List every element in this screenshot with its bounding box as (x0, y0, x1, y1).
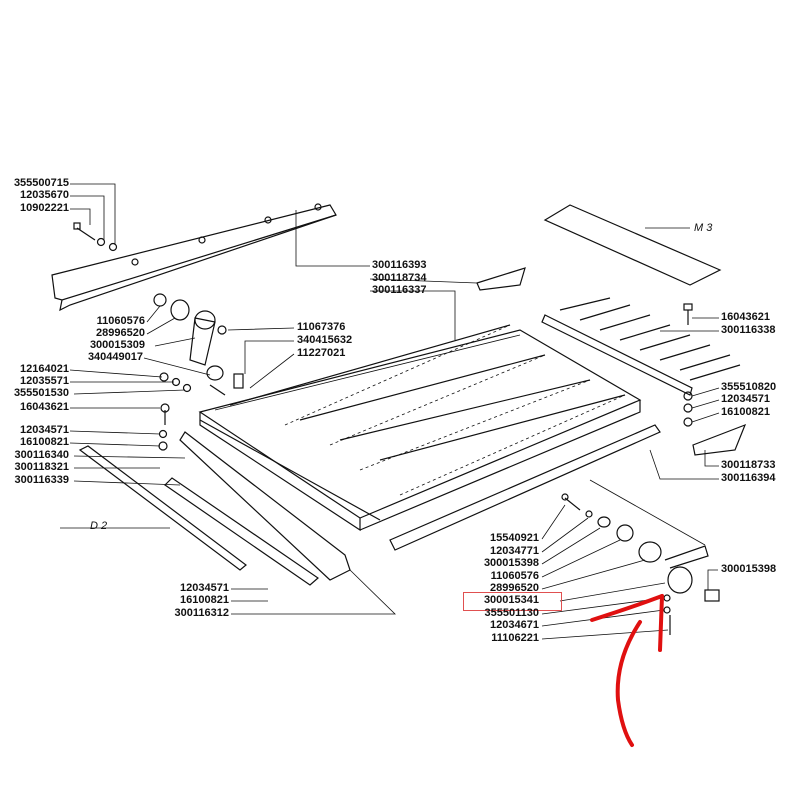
part-label: 12034571 (20, 424, 69, 436)
part-label: 16100821 (721, 406, 770, 418)
part-label: 300116394 (721, 472, 776, 484)
ref-d2: D 2 (90, 520, 108, 532)
part-label: 12035571 (20, 375, 69, 387)
part-label: 28996520 (490, 582, 539, 594)
cover-plate (543, 204, 722, 286)
part-label: 12034771 (490, 545, 539, 557)
part-label: 10902221 (20, 202, 69, 214)
part-label: 300118734 (372, 272, 427, 284)
sieve-grid (541, 297, 741, 396)
side-rail (389, 424, 661, 551)
ref-m3: M 3 (694, 222, 713, 234)
part-label: 16043621 (20, 401, 69, 413)
part-label: 300116312 (174, 607, 229, 619)
part-label: 300015398 (483, 557, 539, 569)
part-label: 11106221 (491, 632, 539, 644)
part-label: 300116393 (372, 259, 427, 271)
part-label: 355501130 (484, 607, 539, 619)
part-label: 12035670 (20, 189, 69, 201)
part-label: 11067376 (297, 321, 346, 333)
sieve-frame (198, 324, 642, 532)
part-label: 11060576 (490, 570, 539, 582)
part-label: 340449017 (87, 351, 143, 363)
part-label: 11227021 (297, 347, 346, 359)
part-label: 12034571 (180, 582, 229, 594)
bracket (476, 267, 526, 291)
part-label: 12034671 (490, 619, 539, 631)
part-label: 300116338 (721, 324, 776, 336)
bracket-right (692, 423, 747, 456)
part-label: 355501530 (13, 387, 69, 399)
part-label: 300116340 (14, 449, 69, 461)
part-label: 355500715 (13, 177, 69, 189)
bearing-assembly (561, 493, 720, 635)
part-label: 11060576 (96, 315, 145, 327)
part-label: 355510820 (721, 381, 777, 393)
part-label: 16100821 (180, 594, 229, 606)
part-label: 300015309 (89, 339, 145, 351)
part-label: 28996520 (96, 327, 145, 339)
part-label: 15540921 (490, 532, 539, 544)
right-fasteners (683, 303, 693, 427)
highlighted-part-label: 300015341 (483, 594, 539, 606)
red-annotation-strokes (590, 594, 664, 747)
part-label: 300015398 (721, 563, 777, 575)
part-label: 300118321 (14, 461, 69, 473)
bolt-washers (73, 222, 118, 252)
leader-lines (60, 183, 720, 640)
part-label: 16100821 (20, 436, 69, 448)
highlight-box (463, 592, 562, 611)
part-label: 300118733 (721, 459, 776, 471)
part-label: 340415632 (297, 334, 353, 346)
part-label: 300116337 (372, 284, 427, 296)
top-rail (51, 203, 337, 312)
part-label: 12034571 (721, 393, 770, 405)
left-strips (78, 419, 381, 586)
part-label: 16043621 (721, 311, 770, 323)
part-label: 12164021 (20, 363, 69, 375)
part-label: 300116339 (14, 474, 69, 486)
